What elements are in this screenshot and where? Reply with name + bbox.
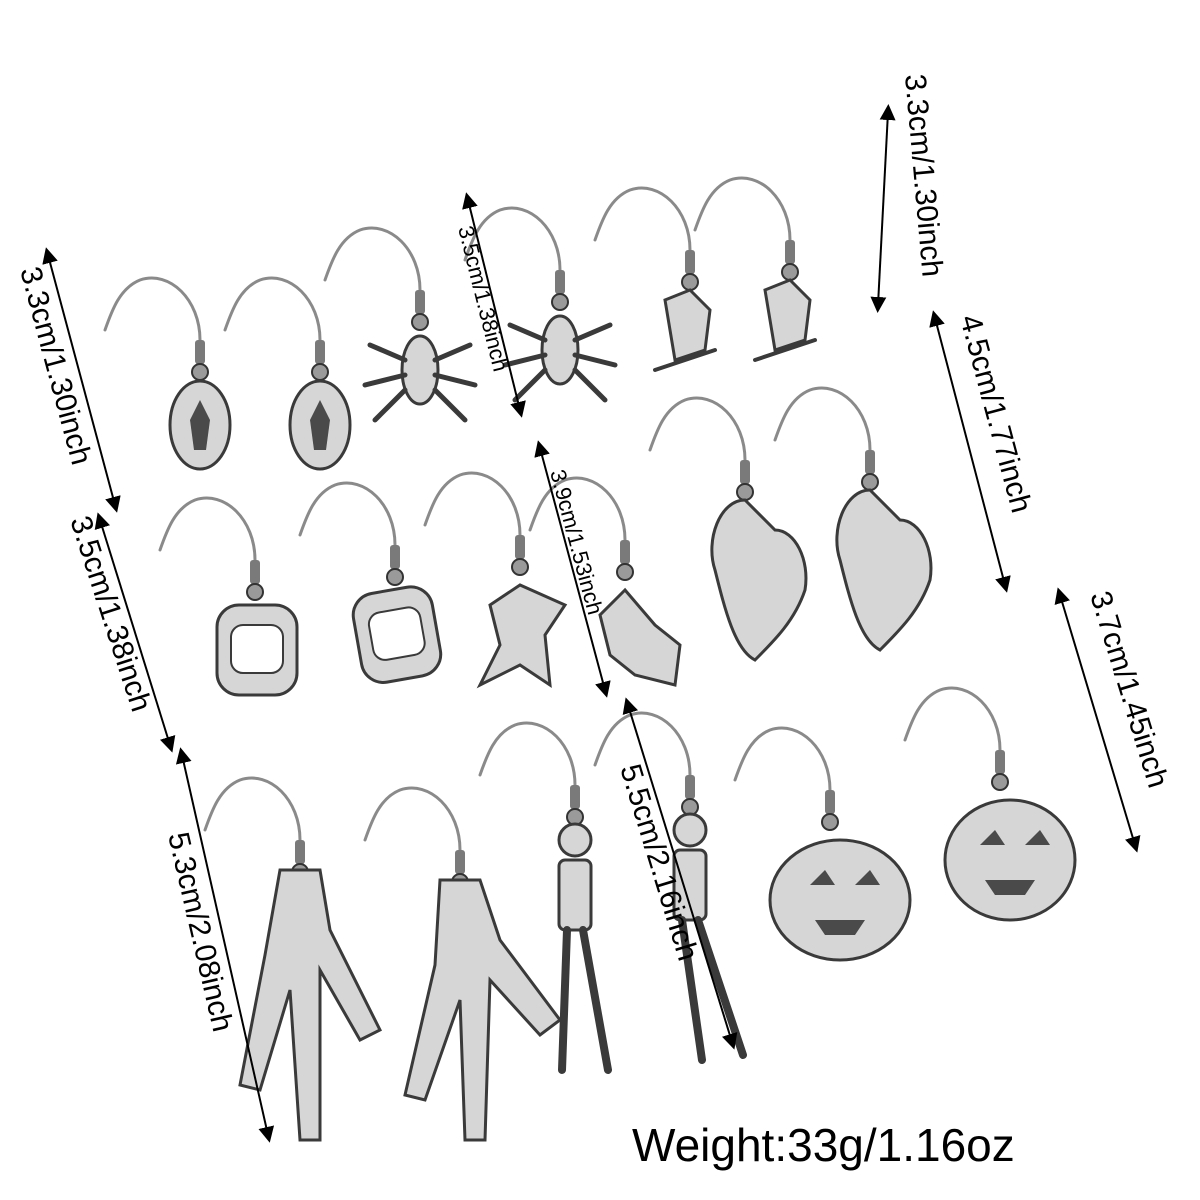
skeleton-hand-earring-right bbox=[363, 786, 563, 1142]
dim-label-fangs: 3.5cm/1.38inch bbox=[63, 512, 157, 716]
dim-line-bat bbox=[534, 440, 611, 698]
cat-oval-earring-left bbox=[103, 276, 232, 471]
fangs-earring-right bbox=[298, 481, 443, 684]
ghost-earring-right bbox=[773, 386, 933, 652]
dim-line-pumpkin bbox=[1054, 587, 1141, 853]
spider-earring-left bbox=[323, 226, 478, 423]
dim-label-spider: 3.5cm/1.38inch bbox=[453, 223, 513, 374]
dim-label-ghost: 4.5cm/1.77inch bbox=[953, 311, 1038, 516]
bat-earring-right bbox=[528, 476, 682, 687]
dim-label-pumpkin: 3.7cm/1.45inch bbox=[1083, 587, 1174, 791]
dim-line-skeleton bbox=[622, 697, 738, 1050]
dim-label-bat: 3.9cm/1.53inch bbox=[545, 467, 608, 618]
weight-label: Weight:33g/1.16oz bbox=[632, 1119, 1015, 1171]
dim-line-skeleton-hand bbox=[175, 747, 275, 1143]
dim-line-witch bbox=[870, 104, 896, 313]
pumpkin-earring-left bbox=[733, 726, 912, 962]
cat-oval-earring-right bbox=[223, 276, 352, 471]
pumpkin-earring-right bbox=[903, 686, 1077, 922]
skeleton-earring-left bbox=[478, 721, 612, 1074]
dim-line-cat-oval bbox=[42, 247, 121, 513]
dim-line-fangs bbox=[94, 512, 176, 753]
dim-label-cat-oval: 3.3cm/1.30inch bbox=[13, 263, 98, 468]
ghost-earring-left bbox=[648, 396, 808, 662]
dim-label-skeleton-hand: 5.3cm/2.08inch bbox=[161, 829, 239, 1035]
witch-earring-right bbox=[693, 176, 817, 362]
witch-earring-left bbox=[593, 186, 717, 372]
dim-label-witch: 3.3cm/1.30inch bbox=[898, 73, 949, 279]
skeleton-hand-earring-left bbox=[203, 776, 383, 1142]
fangs-earring-left bbox=[158, 496, 299, 697]
dim-line-ghost bbox=[929, 310, 1011, 593]
bat-earring-left bbox=[423, 471, 568, 689]
dim-line-spider bbox=[462, 192, 526, 418]
